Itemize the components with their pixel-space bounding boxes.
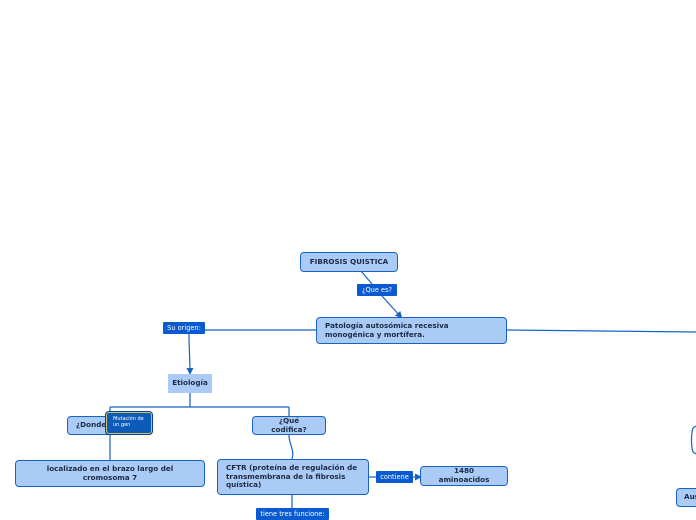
node-patologia[interactable]: Patología autosómica recesiva monogénica…	[316, 317, 507, 344]
link-patologia-to-right	[506, 329, 696, 333]
link-right-edge	[690, 425, 696, 455]
node-etiologia[interactable]: Etiología	[168, 374, 212, 393]
node-fibrosis-quistica[interactable]: FIBROSIS QUISTICA	[300, 252, 398, 272]
node-1480-aminoacidos[interactable]: 1480 aminoacidos	[420, 466, 508, 486]
link-su-origen-to-etiologia	[186, 333, 194, 375]
link-label-su-origen[interactable]: Su origen:	[163, 322, 205, 334]
link-label-que-es[interactable]: ¿Que es?	[357, 284, 397, 296]
link-fibrosis-to-que-es	[360, 270, 373, 285]
node-right-partial[interactable]: Aus	[676, 488, 696, 507]
link-label-contiene[interactable]: contiene	[376, 471, 413, 483]
link-label-tiene-tres-funciones[interactable]: tiene tres funcione:	[256, 508, 329, 520]
note-mutacion-de-un-gen[interactable]: Mutación de un gen	[106, 412, 152, 434]
node-localizado-cromosoma-7[interactable]: localizado en el brazo largo del cromoso…	[15, 460, 205, 487]
node-cftr[interactable]: CFTR (proteína de regulación de transmem…	[217, 459, 369, 495]
link-que-codifica-to-cftr	[288, 434, 294, 460]
link-que-es-to-patologia	[381, 295, 403, 319]
link-etiologia-branches	[109, 393, 290, 416]
node-que-codifica[interactable]: ¿Qué codifica?	[252, 416, 326, 435]
